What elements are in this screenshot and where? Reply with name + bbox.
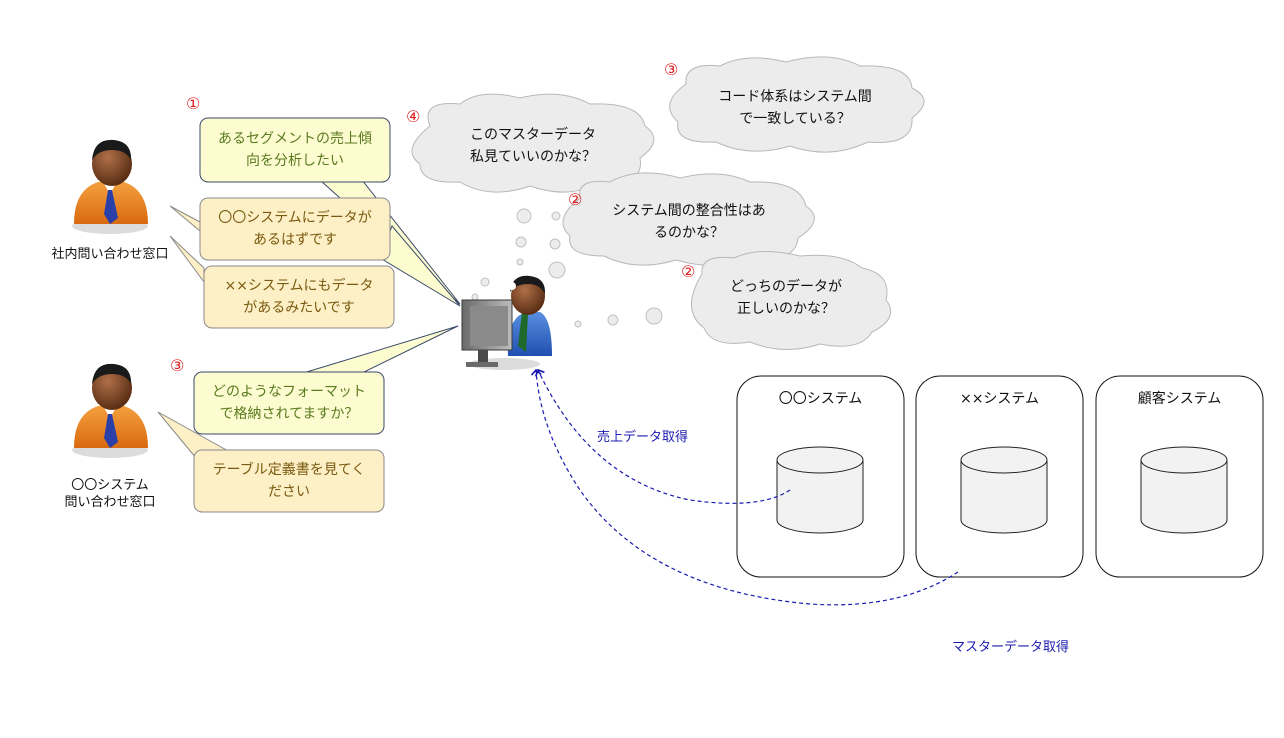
step-number-thought-4: ② [681,262,696,281]
callout-box-5 [193,449,385,513]
thought-cloud-3 [562,172,815,267]
arrow-label-master: マスターデータ取得 [952,640,1070,655]
arrow-sales-data [534,368,791,504]
callout-text-4: どのようなフォーマット で格納されてますか？ [212,384,366,422]
callout-text-1: あるセグメントの売上傾 向を分析したい [218,131,372,169]
thought-text-4: どっちのデータが 正しいのかな？ [730,279,842,317]
system-name-3: 顧客システム [1137,391,1222,407]
callout-text-2: 〇〇システムにデータが あるはずです [218,210,372,248]
thought-cloud-1 [411,93,655,193]
user-at-computer-icon [461,275,552,370]
step-number-thought-2: ③ [664,60,679,79]
callout-text-5: テーブル定義書を見てく ださい [212,462,366,500]
arrow-label-sales: 売上データ取得 [597,430,689,445]
system-name-1: 〇〇システム [778,391,863,407]
database-icon-1 [776,446,864,534]
thought-text-3: システム間の整合性はあ るのかな？ [612,203,766,241]
person-internal-icon [72,139,148,234]
callout-box-1 [199,117,391,183]
person-system-contact-icon [72,363,148,458]
callout-text-3: ××システムにもデータ があるみたいです [224,278,374,316]
system-name-2: ××システム [959,391,1040,407]
thought-cloud-4 [691,250,892,351]
person-internal-label: 社内問い合わせ窓口 [51,247,169,262]
database-icon-3 [1140,446,1228,534]
callout-box-4 [193,371,385,435]
callout-box-2 [199,197,391,261]
thought-dots [471,208,663,328]
arrow-master-data [530,368,959,606]
step-number-callout-1: ① [186,94,201,113]
thought-text-1: このマスターデータ 私見ていいのかな？ [470,127,596,165]
step-number-callout-4: ③ [170,356,185,375]
database-icon-2 [960,446,1048,534]
step-number-thought-1: ④ [406,107,421,126]
thought-cloud-2 [669,56,925,153]
person-system-contact-label: 〇〇システム 問い合わせ窓口 [64,478,156,510]
thought-text-2: コード体系はシステム間 で一致している？ [718,89,872,127]
step-number-thought-3: ② [568,190,583,209]
callout-box-3 [203,265,395,329]
